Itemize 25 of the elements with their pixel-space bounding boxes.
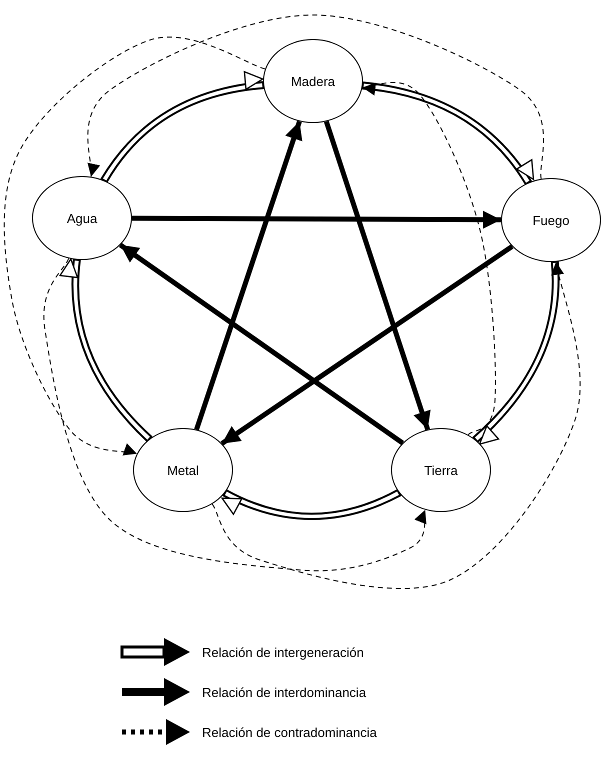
dashed-arrow [4, 36, 266, 457]
double-arrow [100, 72, 264, 183]
dashed-arrow [43, 258, 429, 572]
node-label: Agua [66, 210, 98, 226]
double-arrow [472, 260, 560, 445]
arrow [220, 244, 514, 446]
double-arrow [60, 258, 152, 442]
dashed-arrow [362, 80, 496, 436]
node-label: Metal [167, 462, 199, 478]
node-label: Tierra [424, 462, 458, 478]
dashed-arrow [212, 261, 580, 589]
legend-label: Relación de interdominancia [202, 684, 366, 700]
double-arrow [361, 82, 534, 186]
element-ellipse [391, 428, 491, 512]
arrow [118, 242, 404, 446]
element-ellipse [133, 428, 233, 512]
arrow [324, 120, 431, 430]
dashed-arrow [86, 14, 544, 180]
node-label: Madera [290, 74, 336, 88]
arrow [194, 120, 302, 430]
legend-label: Relación de contradominancia [202, 724, 377, 740]
legend-label: Relación de intergeneración [202, 644, 364, 660]
node-label: Fuego [532, 212, 570, 228]
arrow [132, 210, 501, 229]
double-arrow [222, 489, 402, 520]
